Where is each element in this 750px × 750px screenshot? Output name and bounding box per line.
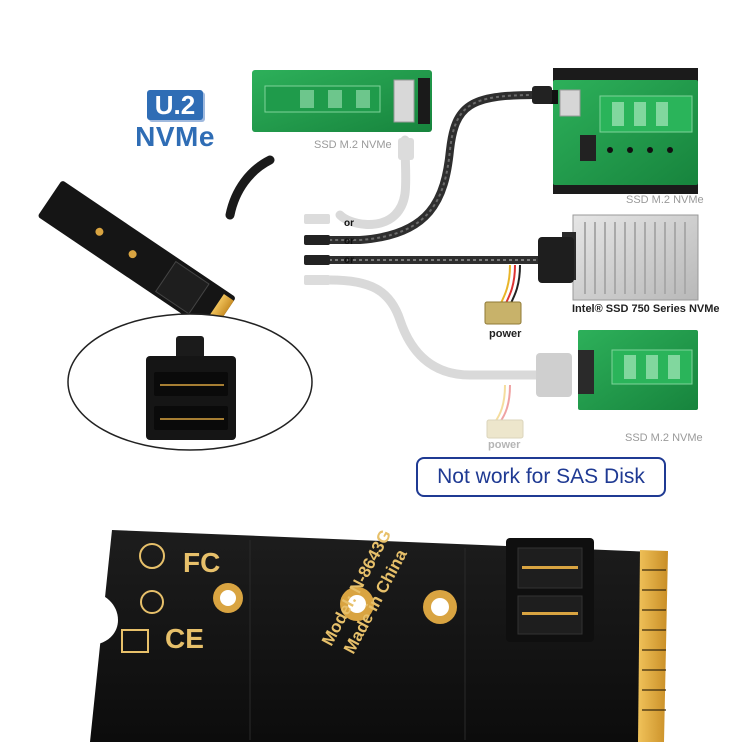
- m2-adapter-board-right-bottom: [578, 330, 698, 410]
- power-connector: [484, 264, 522, 325]
- plug-right-bottom-faded: [536, 353, 572, 397]
- intel-ssd-750-drive: [562, 214, 699, 301]
- badge-nvme-label: NVMe: [135, 121, 215, 152]
- sas-disk-notice: Not work for SAS Disk: [416, 457, 666, 497]
- caption-power-faded: power: [488, 439, 521, 451]
- or-label-1: or: [344, 218, 354, 229]
- or-label-3: or: [344, 255, 354, 266]
- small-adapter-cable: [225, 155, 275, 220]
- or-label-2: or: [344, 236, 354, 247]
- plug-right-top: [532, 86, 552, 104]
- faded-plug-option-2: [304, 275, 330, 285]
- caption-power: power: [489, 328, 522, 340]
- plug-option-1: [304, 235, 330, 245]
- badge-u2-label: U.2: [146, 90, 204, 120]
- m2-adapter-small: [38, 181, 235, 333]
- faded-plug-top: [398, 138, 414, 160]
- caption-ssd-right-top: SSD M.2 NVMe: [626, 194, 704, 206]
- connector-closeup: [67, 313, 313, 451]
- caption-ssd-right-bottom: SSD M.2 NVMe: [625, 432, 703, 444]
- m2-adapter-board-right-top: [544, 68, 698, 194]
- m2-ssd-board-top: [252, 70, 432, 132]
- m2-adapter-large: FC CE: [88, 530, 668, 742]
- power-connector-faded: [486, 384, 524, 439]
- u2-nvme-badge: U.2 NVMe: [132, 90, 218, 160]
- plug-option-2: [304, 255, 330, 265]
- svg-text:CE: CE: [165, 623, 204, 654]
- caption-ssd-top: SSD M.2 NVMe: [314, 139, 392, 151]
- faded-cable-top: [335, 135, 411, 229]
- faded-plug-option: [304, 214, 330, 224]
- svg-text:FC: FC: [183, 547, 220, 578]
- caption-intel-ssd: Intel® SSD 750 Series NVMe: [572, 303, 720, 315]
- cable-bundle: [316, 91, 565, 380]
- plug-intel: [538, 237, 574, 283]
